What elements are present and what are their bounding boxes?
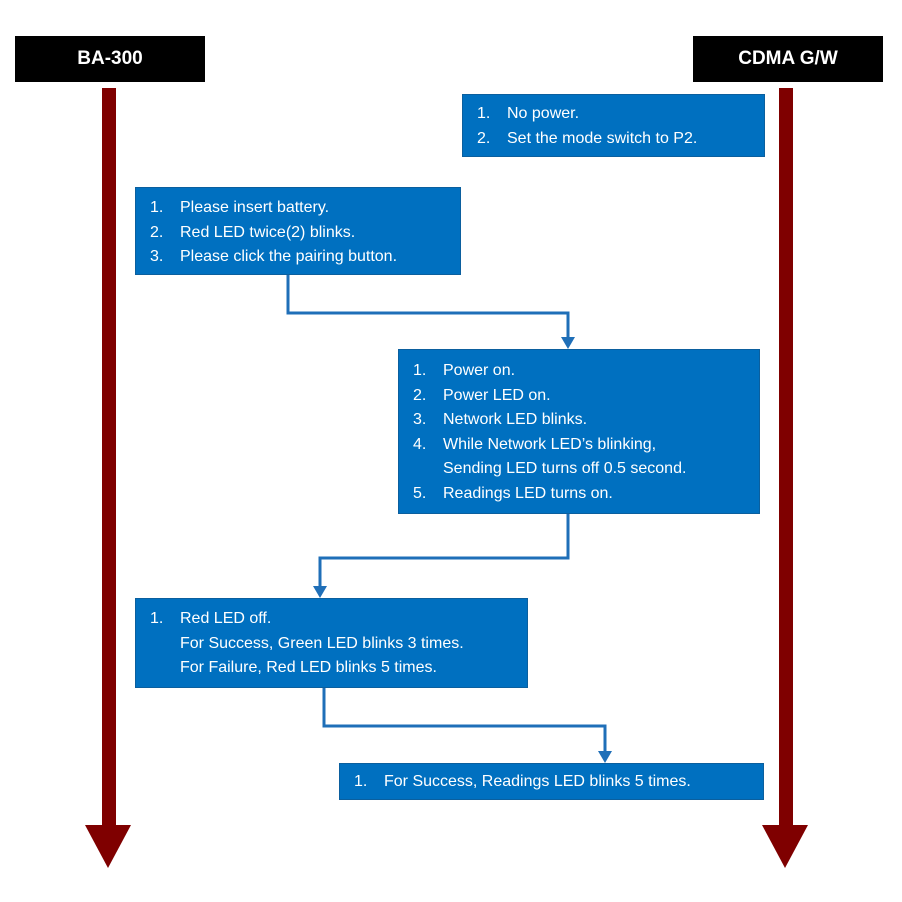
step-item-number: 1. xyxy=(477,105,491,122)
step-item-line: Sending LED turns off 0.5 second. xyxy=(443,460,687,477)
connector-step4-to-step5 xyxy=(322,688,607,755)
connector-step2-to-step3-arrowhead xyxy=(561,337,575,349)
connector-step2-to-step3 xyxy=(286,275,570,341)
step-item: 1. No power. xyxy=(477,102,764,127)
step-item-line: For Failure, Red LED blinks 5 times. xyxy=(180,659,437,676)
step-box-1: 1. No power. 2. Set the mode switch to P… xyxy=(462,94,765,157)
step-item-number: 3. xyxy=(413,411,427,428)
step-item-line: Please click the pairing button. xyxy=(180,248,398,265)
cdma-gw-lane-arrowhead xyxy=(762,825,808,868)
step-item-number: 1. xyxy=(150,610,164,627)
step-item-line: Power LED on. xyxy=(443,386,551,404)
step-box-2: 1. Please insert battery. 2. Red LED twi… xyxy=(135,187,461,275)
step-item-number: 2. xyxy=(413,386,427,404)
step-item: 2. Power LED on. xyxy=(413,384,759,409)
cdma-gw-lane-shaft xyxy=(779,88,793,828)
step-item: 3. Please click the pairing button. xyxy=(150,245,460,270)
step-item: 1. For Success, Readings LED blinks 5 ti… xyxy=(354,770,763,795)
connector-step4-to-step5-arrowhead xyxy=(598,751,612,763)
step-box-5: 1. For Success, Readings LED blinks 5 ti… xyxy=(339,763,764,800)
step-item: 2. Set the mode switch to P2. xyxy=(477,127,764,152)
ba-300-lane-label: BA-300 xyxy=(77,48,143,69)
step-item-line: Please insert battery. xyxy=(180,199,330,216)
step-item-number: 2. xyxy=(477,129,491,147)
step-item-line: No power. xyxy=(507,105,580,122)
step-item: 5. Readings LED turns on. xyxy=(413,482,759,507)
cdma-gw-lane-label: CDMA G/W xyxy=(738,48,838,69)
step-item-number: 4. xyxy=(413,435,427,453)
ba-300-lane-arrow xyxy=(85,88,131,868)
step-item-number: 1. xyxy=(354,773,368,790)
connector-step3-to-step4-arrowhead xyxy=(313,586,327,598)
step-item-number: 1. xyxy=(150,199,164,216)
step-item-number: 2. xyxy=(150,223,164,241)
cdma-gw-lane-header: CDMA G/W xyxy=(693,36,883,82)
step-item-line: Red LED off. xyxy=(180,610,272,627)
step-item-line: While Network LED’s blinking, xyxy=(443,435,657,453)
step-item-number: 3. xyxy=(150,248,164,265)
step-item-line: Network LED blinks. xyxy=(443,411,588,428)
step-item-line: Readings LED turns on. xyxy=(443,484,613,502)
step-item: 4. While Network LED’s blinking, Sending… xyxy=(413,433,759,482)
step-item-line: Set the mode switch to P2. xyxy=(507,129,698,147)
ba-300-lane-shaft xyxy=(102,88,116,828)
ba-300-lane-header: BA-300 xyxy=(15,36,205,82)
step-item: 1. Please insert battery. xyxy=(150,196,460,221)
step-item-number: 1. xyxy=(413,362,427,379)
step-item-number: 5. xyxy=(413,484,427,502)
step-item-line: Red LED twice(2) blinks. xyxy=(180,223,356,241)
cdma-gw-lane-arrow xyxy=(762,88,808,868)
step-item-line: For Success, Readings LED blinks 5 times… xyxy=(384,773,691,790)
step-item: 3. Network LED blinks. xyxy=(413,408,759,433)
step-item: 2. Red LED twice(2) blinks. xyxy=(150,221,460,246)
step-box-3: 1. Power on. 2. Power LED on. 3. Network… xyxy=(398,349,760,514)
step-item-line: Power on. xyxy=(443,362,516,379)
step-item: 1. Power on. xyxy=(413,359,759,384)
ba-300-lane-arrowhead xyxy=(85,825,131,868)
connector-step3-to-step4 xyxy=(318,514,570,590)
step-box-4: 1. Red LED off. For Success, Green LED b… xyxy=(135,598,528,688)
step-item: 1. Red LED off. For Success, Green LED b… xyxy=(150,607,527,681)
step-item-line: For Success, Green LED blinks 3 times. xyxy=(180,634,464,652)
